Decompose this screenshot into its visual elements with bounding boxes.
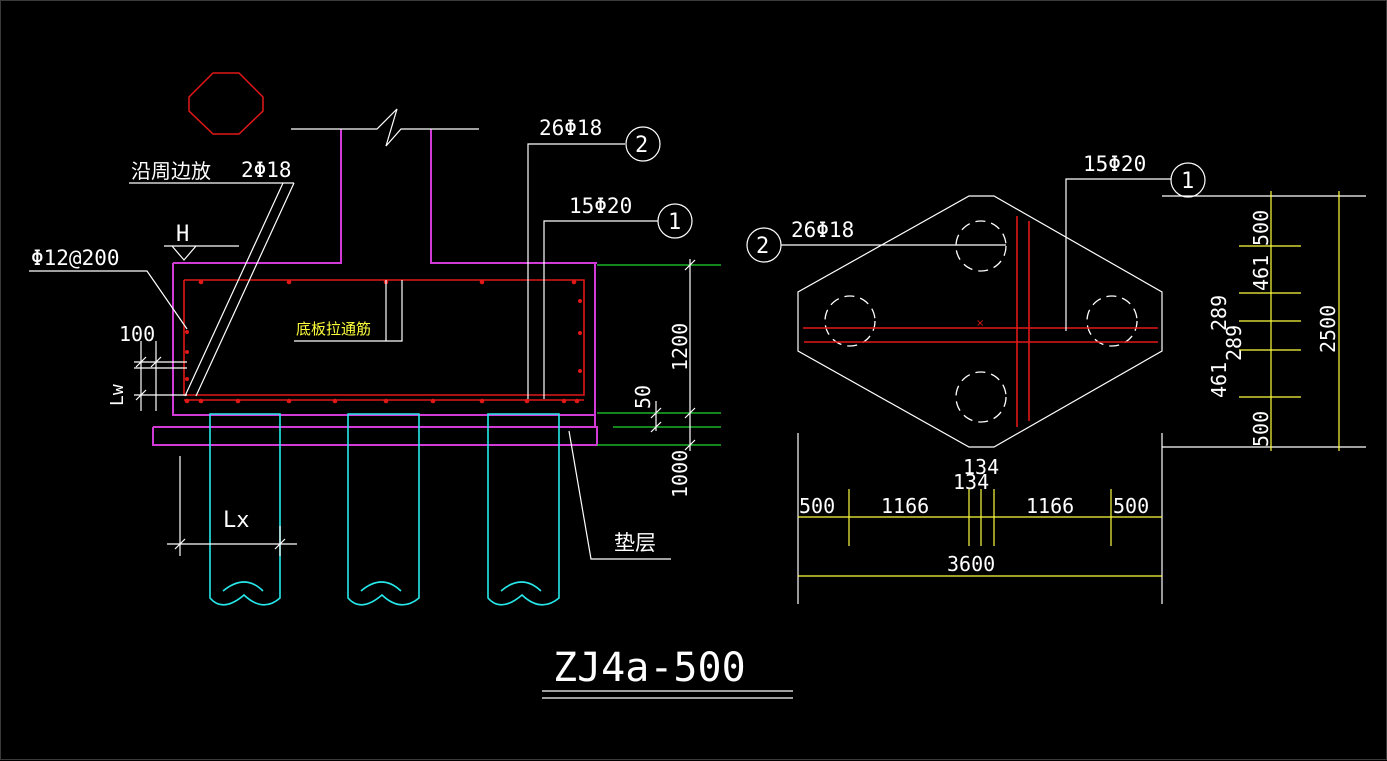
- dim-1200-label: 1200: [668, 323, 692, 371]
- bar-15phi20-leader: [543, 203, 693, 399]
- dim-right-500-top: 500: [1249, 210, 1273, 246]
- column-section: [173, 108, 597, 264]
- center-mark: ×: [976, 318, 984, 329]
- marker-1-plan: 1: [1181, 169, 1194, 194]
- dim-right-total: 2500: [1316, 305, 1340, 353]
- marker-2-plan: 2: [756, 234, 769, 259]
- rebar-dots: [184, 279, 582, 404]
- pile-3: [487, 413, 560, 606]
- corner-bar-leader: [129, 182, 295, 397]
- lx-dimension: [167, 456, 297, 556]
- plan-rebars: [803, 216, 1158, 427]
- stirrup-label: Φ12@200: [31, 246, 120, 270]
- pile-1: [209, 413, 281, 606]
- bar-15phi20-label: 15Φ20: [569, 194, 632, 218]
- dim-bottom-total: 3600: [947, 552, 995, 576]
- bottom-tie-label: 底板拉通筋: [296, 320, 371, 338]
- drawing-title: ZJ4a-500: [553, 645, 746, 691]
- plan-26phi18-leader: [746, 227, 1006, 263]
- lw-dimension: [134, 341, 187, 411]
- plan-right-dimensions: [1162, 191, 1366, 451]
- dim-right-289-top: 289: [1207, 295, 1231, 331]
- dim-bottom-1166-left: 1166: [881, 494, 929, 518]
- dim-right-461-top: 461: [1249, 255, 1273, 291]
- pile-cap-plan: [797, 195, 1163, 448]
- elevation-mark-icon: [164, 245, 239, 261]
- plan-piles: [824, 220, 1138, 423]
- cushion-leader: [568, 430, 671, 560]
- perimeter-label: 沿周边放: [131, 159, 211, 183]
- dim-bottom-134-b: 134: [963, 455, 999, 479]
- elevation-label: H: [176, 222, 189, 247]
- height-dimensions: [597, 259, 721, 451]
- bar-26phi18-label: 26Φ18: [539, 116, 602, 140]
- lw-label: Lw: [107, 384, 128, 406]
- stirrup-leader: [29, 270, 188, 330]
- bottom-tie-box: [294, 280, 403, 342]
- dim-bottom-500-right: 500: [1113, 494, 1149, 518]
- dim-right-500-bottom: 500: [1249, 411, 1273, 447]
- marker-1-left: 1: [668, 210, 681, 235]
- rebar-cage: [183, 279, 585, 401]
- bar-26phi18-leader: [527, 126, 661, 399]
- dim-right-461-bottom: 461: [1207, 362, 1231, 398]
- dim-50-label: 50: [631, 385, 655, 409]
- dim-100-label: 100: [119, 322, 155, 346]
- dim-right-289-bottom: 289: [1222, 325, 1246, 361]
- dim-1000-label: 1000: [668, 450, 692, 498]
- pile-cap-outline: [152, 263, 598, 446]
- lx-label: Lx: [223, 508, 250, 533]
- marker-2-left: 2: [635, 133, 648, 158]
- cushion-label: 垫层: [614, 531, 656, 555]
- octagon-marker-icon: [188, 72, 264, 135]
- plan-15phi20-label: 15Φ20: [1083, 152, 1146, 176]
- plan-26phi18-label: 26Φ18: [791, 218, 854, 242]
- corner-bar-label: 2Φ18: [241, 158, 292, 182]
- plan-15phi20-leader: [1065, 162, 1206, 331]
- dim-bottom-1166-right: 1166: [1026, 494, 1074, 518]
- dim-bottom-134-a: 134: [953, 470, 989, 494]
- pile-2: [347, 413, 420, 606]
- dim-bottom-500-left: 500: [799, 494, 835, 518]
- plan-bottom-dimensions: [797, 433, 1163, 604]
